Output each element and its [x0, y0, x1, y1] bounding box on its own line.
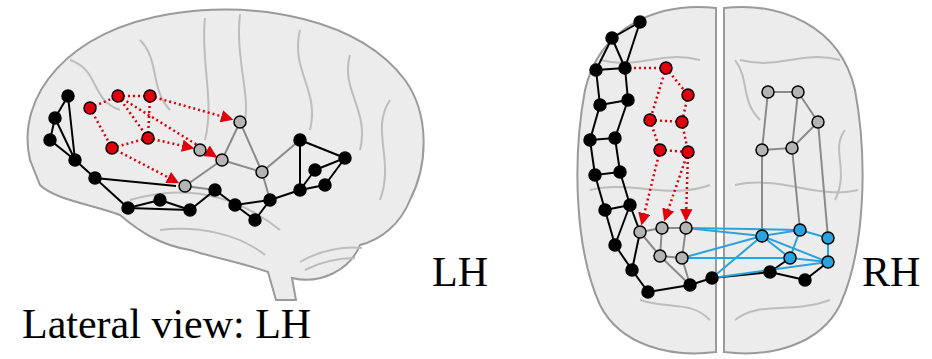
red-network — [90, 96, 231, 182]
grey-network — [185, 122, 300, 200]
top-view-brain — [577, 7, 862, 353]
hemisphere-label: LH — [432, 248, 488, 296]
hemisphere-label: RH — [862, 248, 920, 296]
black-network — [50, 96, 345, 220]
blue-network — [682, 228, 828, 278]
black-network — [590, 22, 828, 292]
lateral-brain — [28, 10, 424, 300]
red-network — [625, 68, 688, 223]
view-caption: Lateral view: LH — [22, 300, 311, 348]
network-nodes — [44, 90, 351, 226]
network-nodes — [584, 16, 834, 298]
grey-network — [640, 92, 828, 285]
